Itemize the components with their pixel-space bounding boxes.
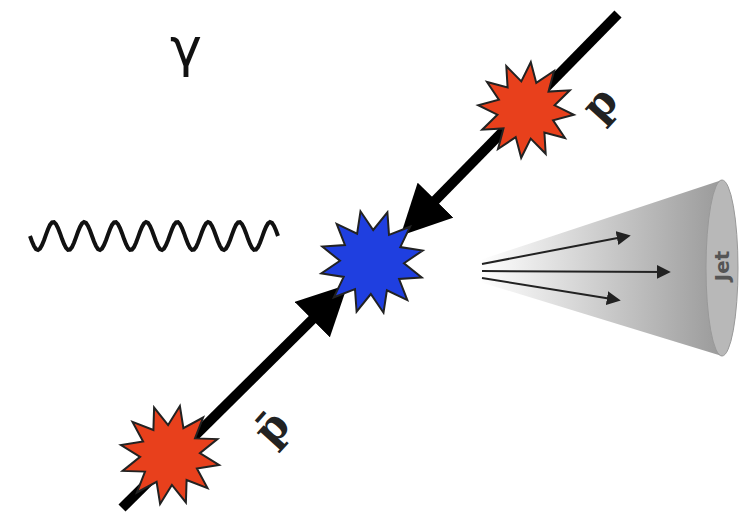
antiproton-beam <box>122 302 330 508</box>
photon-wave <box>30 222 278 250</box>
photon-symbol: γ <box>170 21 202 75</box>
collision-burst <box>321 211 422 312</box>
jet-label: Jet <box>712 251 732 282</box>
jet-cone: Jet <box>478 176 740 360</box>
antiproton-burst <box>121 406 219 504</box>
proton-burst <box>478 62 574 158</box>
particle-label: p <box>575 79 626 129</box>
proton-beam <box>418 14 618 218</box>
cone-shape <box>478 176 740 360</box>
particle-label: p̄ <box>247 403 298 453</box>
